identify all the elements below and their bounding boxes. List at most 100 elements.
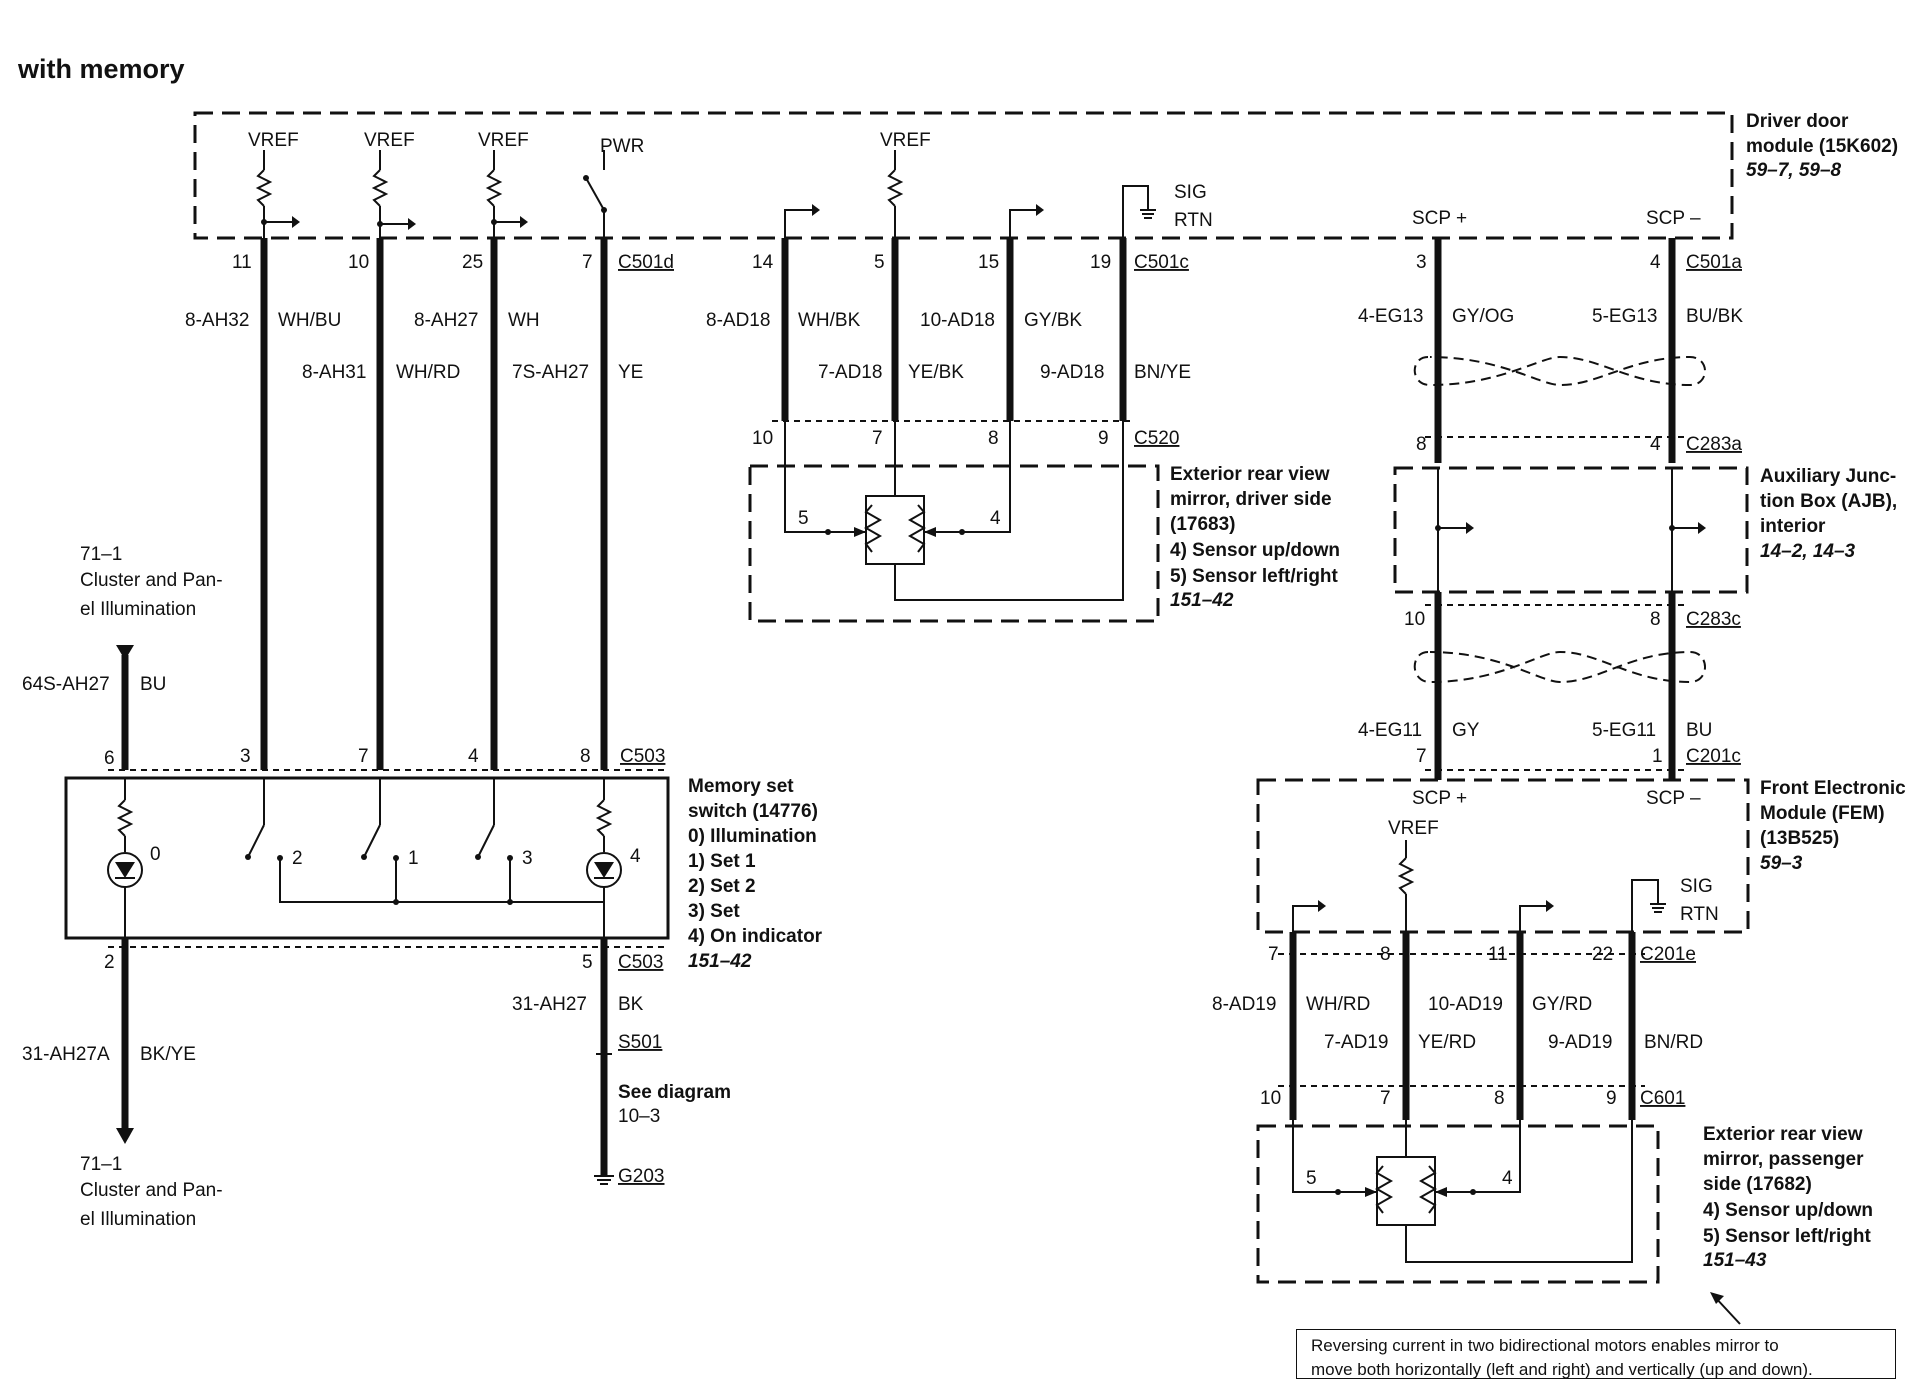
w14-color: BK/YE <box>140 1044 196 1065</box>
w10-color: BU/BK <box>1686 306 1743 327</box>
ajb-l3: interior <box>1760 516 1826 537</box>
pin-c283c-10: 10 <box>1404 609 1425 630</box>
memory-switch-l7: 4) On indicator <box>688 926 823 947</box>
vref-label-3: VREF <box>478 130 529 151</box>
mirror-driver-l5: 5) Sensor left/right <box>1170 566 1339 587</box>
mirror-driver-l1: Exterior rear view <box>1170 464 1330 485</box>
w2-circuit: 8-AH31 <box>302 362 366 383</box>
conn-c501c: C501c <box>1134 252 1189 273</box>
cluster-bottom-l2: el Illumination <box>80 1209 196 1230</box>
mirror-pass-l3: side (17682) <box>1703 1174 1812 1195</box>
pin-dd-3: 3 <box>1416 252 1427 273</box>
conn-c503-top: C503 <box>620 746 665 767</box>
conn-c201e: C201e <box>1640 944 1696 965</box>
w14-circuit: 31-AH27A <box>22 1044 110 1065</box>
cluster-bottom-l1: Cluster and Pan- <box>80 1180 223 1201</box>
scp-minus-label-1: SCP – <box>1646 208 1701 229</box>
w19-circuit: 9-AD19 <box>1548 1032 1612 1053</box>
pin-dd-19: 19 <box>1090 252 1111 273</box>
driver-door-module-part: module (15K602) <box>1746 136 1898 157</box>
ajb-l2: tion Box (AJB), <box>1760 491 1897 512</box>
note-line-2: move both horizontally (left and right) … <box>1311 1360 1813 1379</box>
pin-fem-7: 7 <box>1268 944 1279 965</box>
mirror-driver-box <box>748 464 1160 623</box>
conn-c501d: C501d <box>618 252 674 273</box>
fem-l3: (13B525) <box>1760 828 1839 849</box>
note-line-1: Reversing current in two bidirectional m… <box>1311 1336 1779 1355</box>
rtn-label-1: RTN <box>1174 210 1213 231</box>
pin-c601-7: 7 <box>1380 1088 1391 1109</box>
w10-circuit: 5-EG13 <box>1592 306 1657 327</box>
pin-mirror-pass-5: 5 <box>1306 1168 1317 1189</box>
mirror-passenger-box <box>1256 1124 1660 1284</box>
w1-color: WH/BU <box>278 310 341 331</box>
pin-mirror-pass-4: 4 <box>1502 1168 1513 1189</box>
w1-circuit: 8-AH32 <box>185 310 249 331</box>
see-diagram-l1: See diagram <box>618 1082 731 1103</box>
w8-color: BN/YE <box>1134 362 1191 383</box>
pin-fem-11: 11 <box>1488 944 1508 965</box>
memory-switch-l2: switch (14776) <box>688 801 818 822</box>
pin-sw-7: 7 <box>358 746 369 767</box>
w5-circuit: 8-AD18 <box>706 310 770 331</box>
pin-dd-15: 15 <box>978 252 999 273</box>
pin-dd-10: 10 <box>348 252 369 273</box>
memory-switch-box <box>64 776 670 940</box>
vref-label-4: VREF <box>880 130 931 151</box>
sw-contact-1: 1 <box>408 848 419 869</box>
w13-circuit: 64S-AH27 <box>22 674 110 695</box>
fem-box <box>1256 778 1750 934</box>
pin-dd-4: 4 <box>1650 252 1661 273</box>
ajb-l1: Auxiliary Junc- <box>1760 466 1896 487</box>
reversing-current-note: Reversing current in two bidirectional m… <box>1296 1329 1896 1379</box>
w8-circuit: 9-AD18 <box>1040 362 1104 383</box>
pin-sw-4: 4 <box>468 746 479 767</box>
memory-switch-l6: 3) Set <box>688 901 740 922</box>
pin-c201c-7: 7 <box>1416 746 1427 767</box>
twisted-pair-top <box>1413 355 1706 387</box>
pin-c520-8: 8 <box>988 428 999 449</box>
memory-switch-l3: 0) Illumination <box>688 826 817 847</box>
w19-color: BN/RD <box>1644 1032 1703 1053</box>
ajb-ref: 14–2, 14–3 <box>1760 541 1856 562</box>
w17-color: YE/RD <box>1418 1032 1476 1053</box>
w12-circuit: 5-EG11 <box>1592 720 1656 741</box>
memory-switch-l4: 1) Set 1 <box>688 851 756 872</box>
w16-color: WH/RD <box>1306 994 1370 1015</box>
mirror-pass-ref: 151–43 <box>1703 1250 1767 1271</box>
pin-dd-11: 11 <box>232 252 252 273</box>
w16-circuit: 8-AD19 <box>1212 994 1276 1015</box>
conn-c283a: C283a <box>1686 434 1742 455</box>
pin-c283a-4: 4 <box>1650 434 1661 455</box>
twisted-pair-bottom <box>1413 650 1706 684</box>
mirror-driver-ref: 151–42 <box>1170 590 1234 611</box>
w6-circuit: 7-AD18 <box>818 362 882 383</box>
w9-circuit: 4-EG13 <box>1358 306 1423 327</box>
pin-fem-8: 8 <box>1380 944 1391 965</box>
w4-circuit: 7S-AH27 <box>512 362 589 383</box>
sw-contact-2: 2 <box>292 848 303 869</box>
conn-g203: G203 <box>618 1166 664 1187</box>
pin-sw-8: 8 <box>580 746 591 767</box>
pin-c601-9: 9 <box>1606 1088 1617 1109</box>
pin-sw-5: 5 <box>582 952 593 973</box>
pin-c520-10: 10 <box>752 428 773 449</box>
pin-sw-3: 3 <box>240 746 251 767</box>
w3-color: WH <box>508 310 540 331</box>
pin-c520-9: 9 <box>1098 428 1109 449</box>
pin-fem-22: 22 <box>1592 944 1613 965</box>
conn-c283c: C283c <box>1686 609 1741 630</box>
conn-c503-bottom: C503 <box>618 952 663 973</box>
pin-sw-6: 6 <box>104 748 115 769</box>
pin-c601-10: 10 <box>1260 1088 1281 1109</box>
pwr-label: PWR <box>600 136 644 157</box>
cluster-bottom-ref: 71–1 <box>80 1154 122 1175</box>
memory-switch-ref: 151–42 <box>688 951 752 972</box>
vref-label-2: VREF <box>364 130 415 151</box>
driver-door-module-name: Driver door <box>1746 111 1849 132</box>
w3-circuit: 8-AH27 <box>414 310 478 331</box>
see-diagram-l2: 10–3 <box>618 1106 660 1127</box>
diagram-title: with memory <box>17 54 185 84</box>
mirror-driver-l2: mirror, driver side <box>1170 489 1332 510</box>
